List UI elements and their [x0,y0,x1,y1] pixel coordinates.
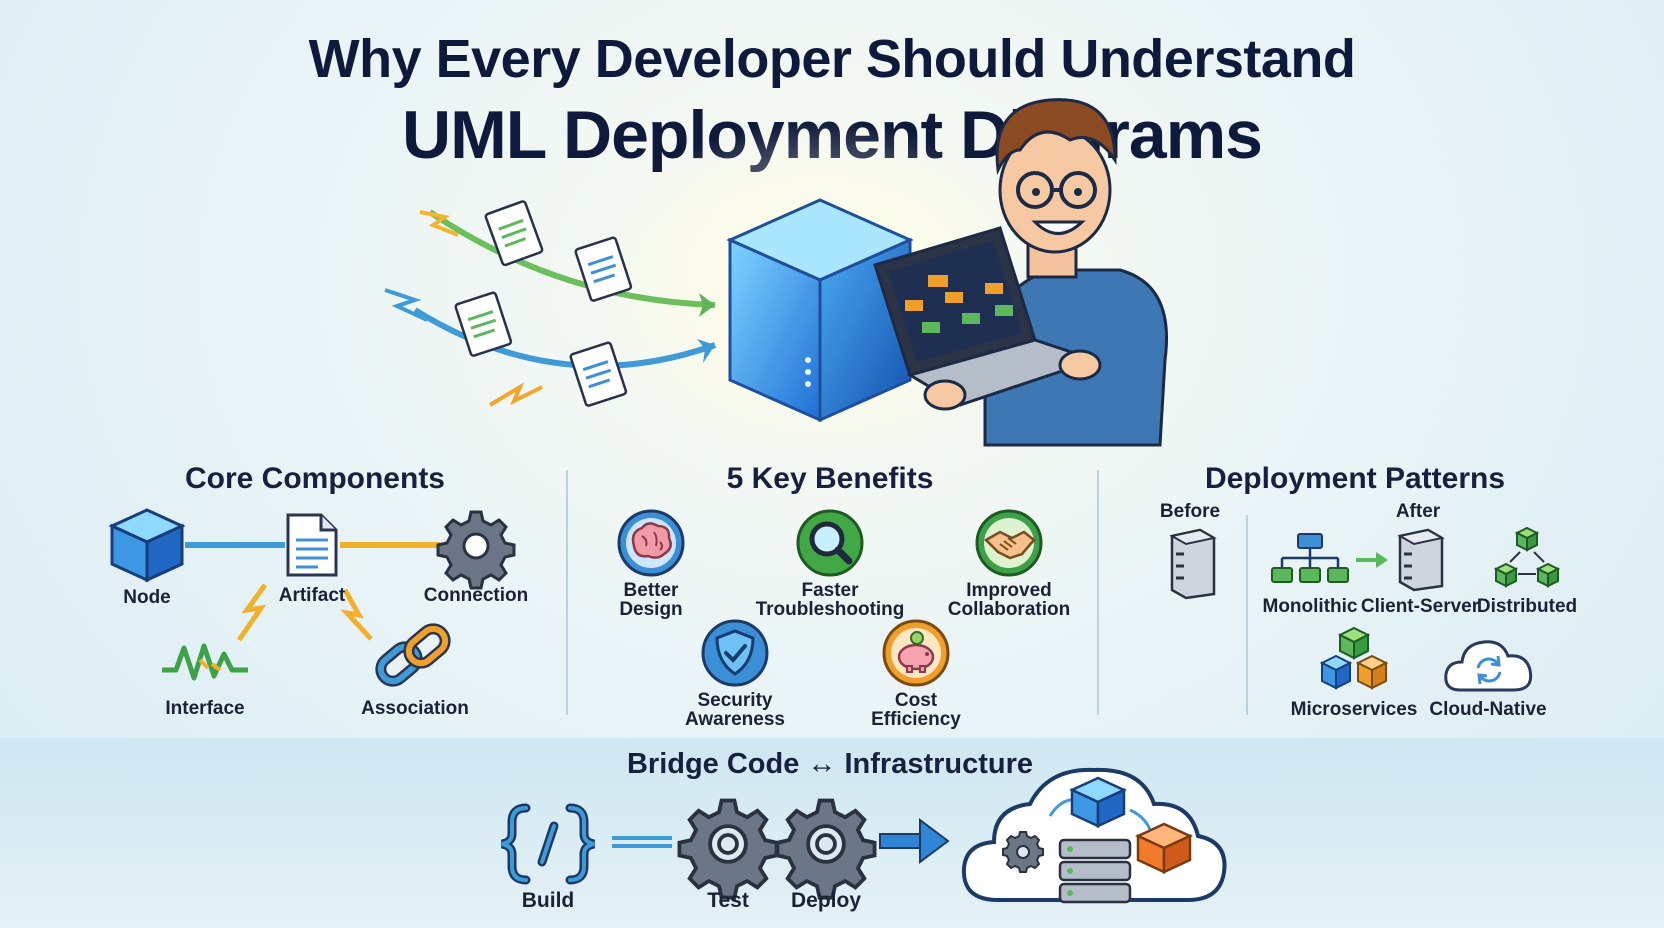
server-icon [1397,528,1445,592]
pipeline-connector-line [612,836,672,848]
benefit-label-security-awareness: Security Awareness [665,691,805,729]
flowing-documents [384,200,717,407]
core-component-label-artifact: Artifact [278,585,346,606]
core-components-title: Core Components [184,462,445,495]
pattern-label-monolithic: Monolithic [1262,596,1358,617]
benefit-label-line-1: Improved [966,580,1052,601]
benefit-label-line-1: Security [697,690,773,711]
cloud-sync-icon [1444,640,1533,692]
page-title-line-2: UML Deployment Diagrams [402,97,1263,173]
before-label: Before [1159,501,1221,522]
distributed-cubes-icon [1493,526,1561,588]
node-cube-icon [108,508,186,583]
cloud-infrastructure-icon [961,767,1227,904]
pattern-label-microservices: Microservices [1290,699,1418,720]
benefit-label-line-2: Troubleshooting [755,599,905,620]
document-icon [286,513,338,577]
core-component-label-association: Association [361,698,469,719]
arrow-right-icon [879,818,950,864]
benefit-label-line-2: Design [619,599,683,620]
page-title-line-1: Why Every Developer Should Understand [308,29,1356,89]
core-component-label-connection: Connection [423,585,529,606]
central-node-cube [726,198,914,423]
gear-icon [436,510,516,590]
pattern-label-client-server: Client-Server [1360,596,1480,617]
benefit-label-line-2: Collaboration [947,599,1071,620]
core-component-label-interface: Interface [165,698,245,719]
section-divider [1097,470,1099,715]
benefit-label-line-1: Better [623,580,679,601]
pattern-label-cloud-native: Cloud-Native [1429,699,1547,720]
benefit-label-line-2: Efficiency [871,709,961,730]
piggy-bank-icon [882,619,950,687]
code-braces-icon [500,803,596,885]
benefit-label-line-2: Awareness [685,709,785,730]
core-components-connectors [185,542,440,642]
key-benefits-title: 5 Key Benefits [726,462,934,495]
benefit-label-better-design: Better Design [596,581,706,619]
pipeline-step-label-deploy: Deploy [790,889,861,912]
stacked-cubes-icon [1319,626,1389,690]
deployment-patterns-title: Deployment Patterns [1204,462,1506,495]
magnifier-icon [796,509,864,577]
waveform-icon [162,643,248,681]
before-after-divider [1246,515,1248,715]
arrow-right-icon [1356,552,1388,568]
pipeline-step-label-build: Build [521,889,575,912]
core-component-label-node: Node [123,587,171,608]
after-label: After [1395,501,1441,522]
benefit-label-line-1: Cost [894,690,938,711]
brain-icon [617,509,685,577]
shield-icon [701,619,769,687]
pipeline-title: Bridge Code ↔ Infrastructure [626,748,1034,780]
test-gear-icon [677,798,779,900]
deploy-gear-icon [775,798,877,900]
chain-link-icon [375,623,451,687]
pattern-label-distributed: Distributed [1476,596,1578,617]
handshake-icon [975,509,1043,577]
benefit-label-faster-troubleshooting: Faster Troubleshooting [755,581,905,619]
pipeline-step-label-test: Test [707,889,749,912]
benefit-label-cost-efficiency: Cost Efficiency [856,691,976,729]
benefit-label-line-1: Faster [801,580,859,601]
hierarchy-icon [1271,533,1349,583]
benefit-label-improved-collaboration: Improved Collaboration [934,581,1084,619]
section-divider [566,470,568,715]
before-server-icon [1169,528,1217,600]
